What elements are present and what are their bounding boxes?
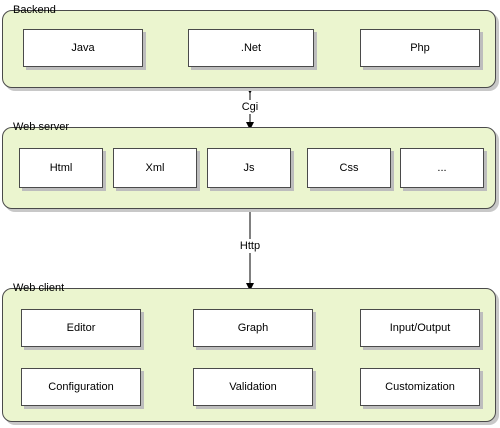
backend-layer-title: Backend	[13, 4, 56, 16]
http-label: Http	[237, 239, 263, 253]
css-node[interactable]: Css	[307, 148, 391, 188]
web-server-layer-title: Web server	[13, 121, 70, 133]
editor-node[interactable]: Editor	[21, 309, 141, 347]
java-node[interactable]: Java	[23, 29, 143, 67]
php-node[interactable]: Php	[360, 29, 480, 67]
validation-node[interactable]: Validation	[193, 368, 313, 406]
dotnet-node[interactable]: .Net	[188, 29, 314, 67]
web-client-layer-title: Web client	[13, 282, 65, 294]
html-node[interactable]: Html	[19, 148, 103, 188]
backend-layer: Backend Java .Net Php	[2, 4, 496, 88]
js-node[interactable]: Js	[207, 148, 291, 188]
graph-node[interactable]: Graph	[193, 309, 313, 347]
cgi-label: Cgi	[239, 100, 261, 114]
web-client-layer: Web client Editor Graph Input/Output Con…	[2, 282, 496, 422]
customization-node[interactable]: Customization	[360, 368, 480, 406]
more-node[interactable]: ...	[400, 148, 484, 188]
web-server-layer: Web server Html Xml Js Css ...	[2, 121, 496, 209]
input-output-node[interactable]: Input/Output	[360, 309, 480, 347]
xml-node[interactable]: Xml	[113, 148, 197, 188]
configuration-node[interactable]: Configuration	[21, 368, 141, 406]
